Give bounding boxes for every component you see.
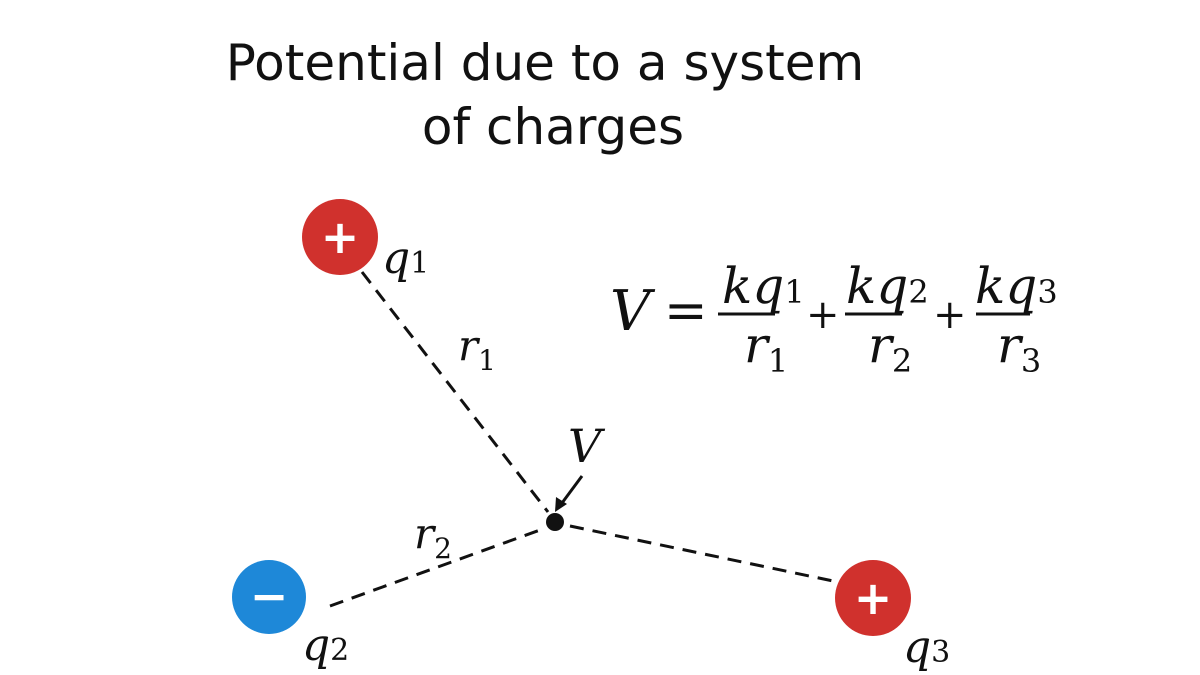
charge-q1: + q1 (302, 199, 429, 284)
point-dot (546, 513, 564, 531)
line-r2 (329, 528, 541, 608)
charge-sign: + (321, 210, 360, 264)
charge-q3: + q3 (835, 560, 950, 673)
line-r1 (360, 271, 550, 513)
line-r3 (569, 524, 839, 584)
charge-label: q1 (382, 233, 429, 284)
arrow-icon (560, 475, 584, 504)
positive-charge-icon (302, 199, 378, 275)
distance-r2-label: r2 (414, 509, 452, 565)
formula-plus: + (933, 292, 967, 338)
formula-plus: + (806, 292, 840, 338)
term-1-numerator: kq1 (722, 257, 805, 315)
arrow-head-icon (555, 497, 567, 512)
charge-sign: − (250, 569, 289, 623)
charge-label: q2 (302, 620, 349, 671)
formula-lhs: V (610, 279, 656, 344)
title-line-1: Potential due to a system (226, 34, 864, 92)
charge-label: q3 (903, 622, 950, 673)
term-2-numerator: kq2 (846, 257, 929, 315)
charge-q2: − q2 (232, 560, 349, 671)
term-3-denominator: r3 (997, 316, 1041, 380)
term-1-denominator: r1 (744, 316, 788, 380)
formula-equals: = (664, 281, 708, 341)
term-2-denominator: r2 (868, 316, 912, 380)
potential-formula: V = kq1 r1 + kq2 r2 + kq3 r3 (610, 257, 1058, 380)
point-label: V (568, 419, 606, 473)
positive-charge-icon (835, 560, 911, 636)
charge-sign: + (854, 571, 893, 625)
distance-r1-label: r1 (458, 321, 496, 377)
term-3-numerator: kq3 (975, 257, 1058, 315)
negative-charge-icon (232, 560, 306, 634)
title-line-2: of charges (422, 98, 684, 156)
